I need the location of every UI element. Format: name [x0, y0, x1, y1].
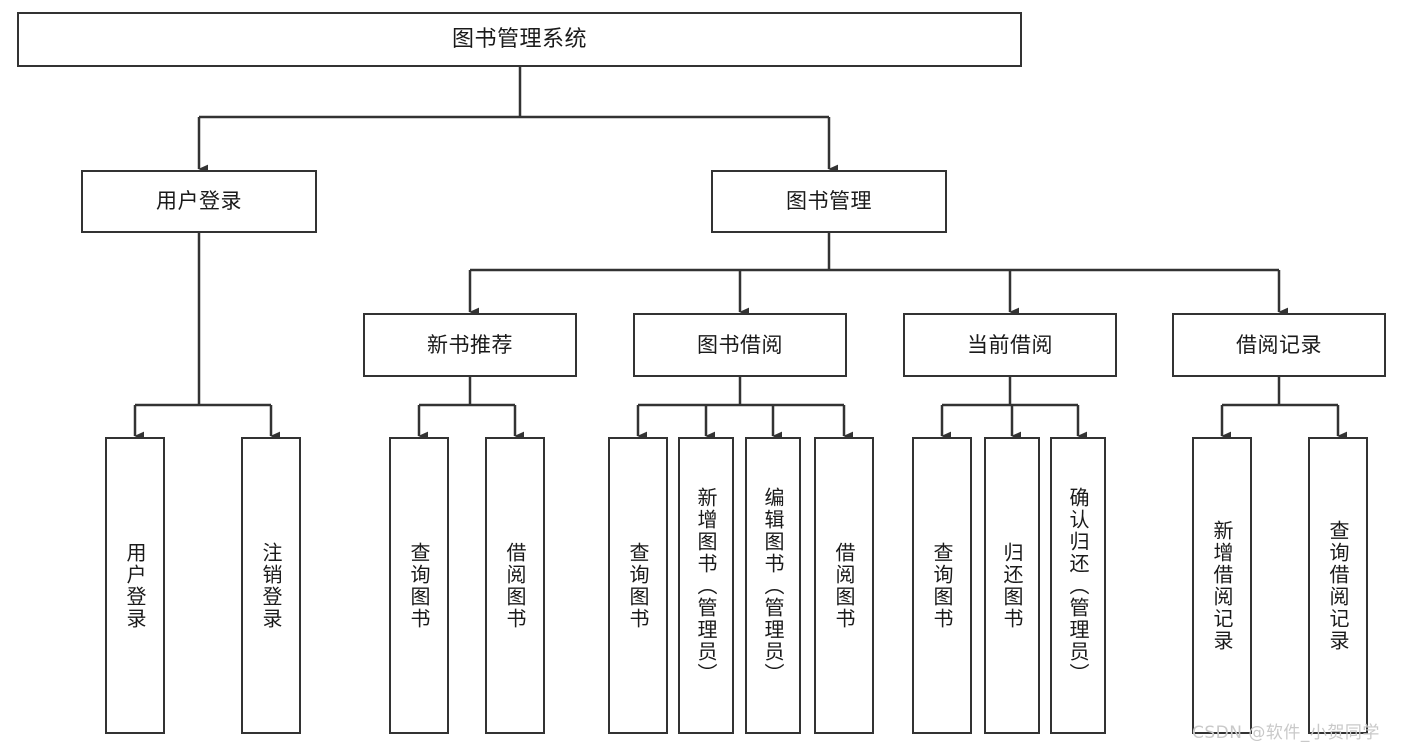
- node-label: 新增图书（管理员）: [694, 486, 718, 685]
- node-label: 编辑图书（管理员）: [761, 486, 785, 685]
- node-root[interactable]: 图书管理系统: [17, 12, 1022, 67]
- node-label: 查询图书: [407, 541, 431, 630]
- node-label: 注销登录: [259, 541, 283, 630]
- edge-layer: [133, 67, 1348, 441]
- node-label: 借阅图书: [503, 541, 527, 630]
- node-label: 确认归还（管理员）: [1066, 486, 1090, 685]
- node-leaf-add-record[interactable]: 新增借阅记录: [1192, 437, 1252, 734]
- node-label: 查询图书: [626, 541, 650, 630]
- node-leaf-query-record[interactable]: 查询借阅记录: [1308, 437, 1368, 734]
- node-leaf-return-book[interactable]: 归还图书: [984, 437, 1040, 734]
- node-label: 查询图书: [930, 541, 954, 630]
- csdn-watermark: CSDN @软件_小贺同学: [1192, 723, 1380, 743]
- node-leaf-login[interactable]: 用户登录: [105, 437, 165, 734]
- node-label: 借阅图书: [832, 541, 856, 630]
- node-label: 查询借阅记录: [1326, 519, 1350, 652]
- node-label: 图书管理系统: [451, 26, 587, 52]
- node-label: 新书推荐: [427, 332, 513, 357]
- node-label: 图书管理: [786, 189, 872, 214]
- node-leaf-logout[interactable]: 注销登录: [241, 437, 301, 734]
- node-leaf-confirm-ret[interactable]: 确认归还（管理员）: [1050, 437, 1106, 734]
- node-records[interactable]: 借阅记录: [1172, 313, 1386, 377]
- node-label: 借阅记录: [1236, 332, 1322, 357]
- node-leaf-query-new[interactable]: 查询图书: [389, 437, 449, 734]
- node-bookmgmt[interactable]: 图书管理: [711, 170, 947, 233]
- node-label: 当前借阅: [967, 332, 1053, 357]
- node-label: 归还图书: [1000, 541, 1024, 630]
- node-borrow[interactable]: 图书借阅: [633, 313, 847, 377]
- node-leaf-add-book[interactable]: 新增图书（管理员）: [678, 437, 734, 734]
- node-label: 图书借阅: [697, 332, 783, 357]
- node-label: 用户登录: [123, 541, 147, 630]
- node-leaf-edit-book[interactable]: 编辑图书（管理员）: [745, 437, 801, 734]
- node-label: 用户登录: [156, 189, 242, 214]
- node-label: 新增借阅记录: [1210, 519, 1234, 652]
- node-login[interactable]: 用户登录: [81, 170, 317, 233]
- node-leaf-borrow-book[interactable]: 借阅图书: [814, 437, 874, 734]
- node-leaf-query-cur[interactable]: 查询图书: [912, 437, 972, 734]
- node-leaf-query-book[interactable]: 查询图书: [608, 437, 668, 734]
- node-current[interactable]: 当前借阅: [903, 313, 1117, 377]
- node-newbook[interactable]: 新书推荐: [363, 313, 577, 377]
- node-leaf-borrow-new[interactable]: 借阅图书: [485, 437, 545, 734]
